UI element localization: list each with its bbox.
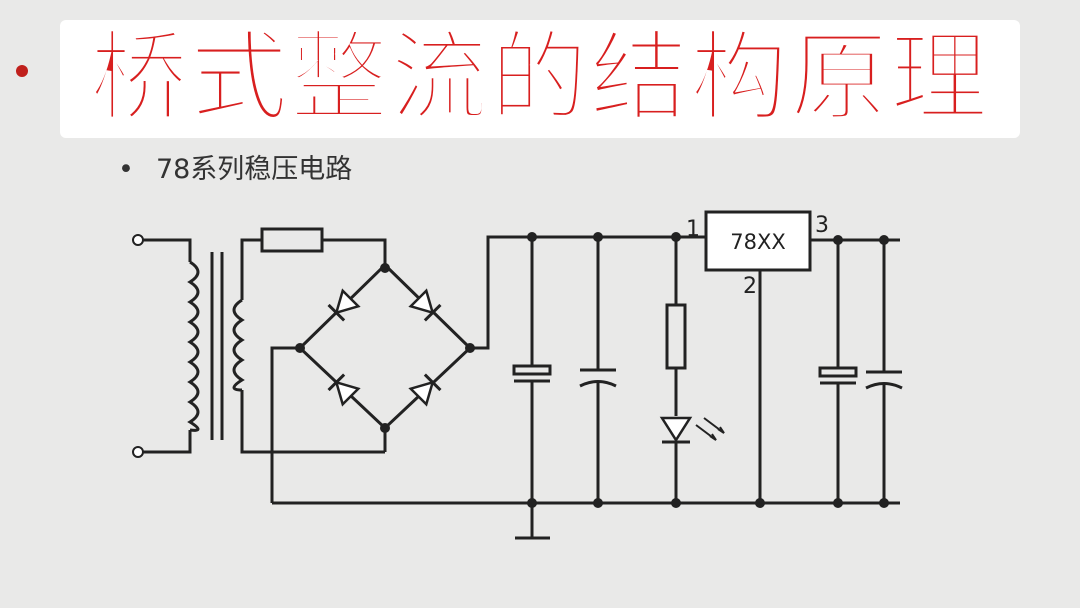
secondary-lead-bottom — [240, 390, 385, 454]
diode-lower-left — [327, 373, 361, 407]
input-terminal-top — [132, 234, 144, 246]
led-icon — [659, 416, 693, 443]
output-ceramic-capacitor — [865, 235, 903, 503]
subtitle-bullet: • — [118, 154, 134, 185]
primary-winding — [187, 260, 200, 432]
title-banner — [60, 20, 1020, 138]
output-electrolytic-capacitor — [818, 235, 858, 503]
input-terminal-bottom — [132, 446, 144, 458]
ground-return-wire — [270, 346, 300, 503]
primary-lead-bottom — [143, 430, 192, 454]
secondary-lead-top — [240, 238, 262, 300]
regulator-pin-1: 1 — [686, 217, 700, 242]
fuse — [260, 227, 324, 253]
primary-lead-top — [143, 238, 192, 262]
input-ceramic-capacitor — [579, 232, 617, 503]
transformer — [132, 234, 385, 458]
diode-lower-right — [408, 373, 442, 407]
subtitle-text: 78系列稳压电路 — [155, 154, 353, 185]
diode-upper-right — [408, 288, 442, 322]
subtitle-line: • 78系列稳压电路 — [118, 150, 352, 190]
indicator-resistor-led — [659, 232, 725, 503]
input-electrolytic-capacitor — [512, 232, 552, 503]
regulator-78xx: 78XX 1 2 3 — [686, 210, 900, 503]
ground-symbol — [515, 503, 550, 540]
positive-rail-in — [470, 235, 706, 350]
resistor — [665, 303, 687, 370]
fuse-to-bridge — [322, 238, 387, 265]
regulator-pin-2: 2 — [743, 274, 757, 299]
title-bullet-dot — [16, 65, 28, 77]
diode-upper-left — [327, 288, 361, 322]
regulator-pin-3: 3 — [815, 213, 829, 238]
page-title: 桥式整流的结构原理 — [89, 20, 990, 136]
secondary-winding — [232, 298, 245, 392]
bridge-rectifier — [295, 262, 475, 452]
regulator-name: 78XX — [730, 230, 786, 254]
bridge-node-top — [380, 263, 390, 273]
bridge-diamond — [297, 262, 473, 431]
